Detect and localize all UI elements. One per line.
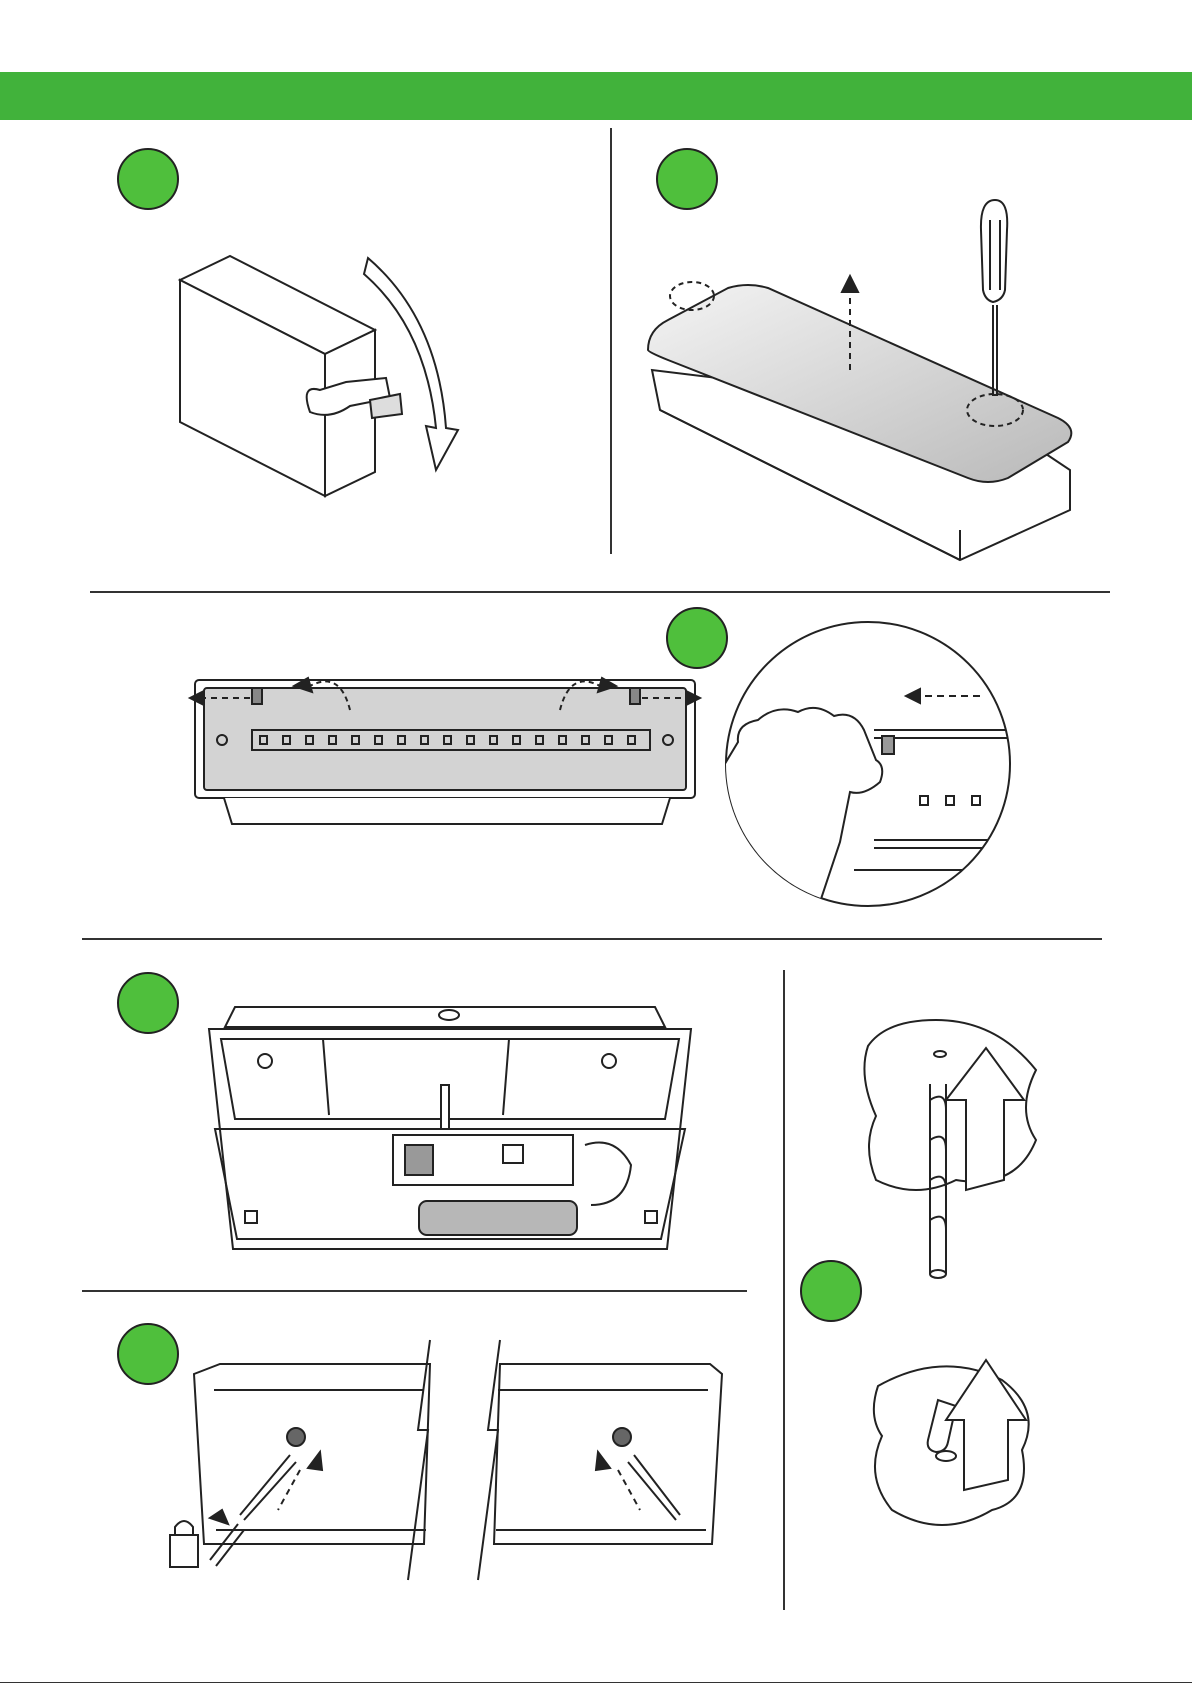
footer-rule: [0, 1682, 1192, 1683]
housing-clips-icon: [190, 660, 710, 840]
screw-mounting-icon: [150, 1340, 720, 1580]
wall-plug-icon: [858, 1350, 1058, 1540]
screwdriver-icon: [650, 200, 1070, 570]
step-badge-1: [117, 148, 179, 210]
header-bar: [0, 72, 1192, 120]
divider-vertical-top: [610, 128, 612, 554]
hand-clip-icon: [724, 620, 1014, 910]
divider-horizontal-3: [82, 1290, 747, 1292]
divider-vertical-bottom: [783, 970, 785, 1610]
housing-interior-icon: [205, 1005, 695, 1250]
step-badge-4: [117, 972, 179, 1034]
divider-horizontal-2: [82, 938, 1102, 940]
divider-horizontal-1: [90, 591, 1110, 593]
open-box-icon: [170, 250, 490, 510]
drill-bit-icon: [850, 1010, 1050, 1280]
